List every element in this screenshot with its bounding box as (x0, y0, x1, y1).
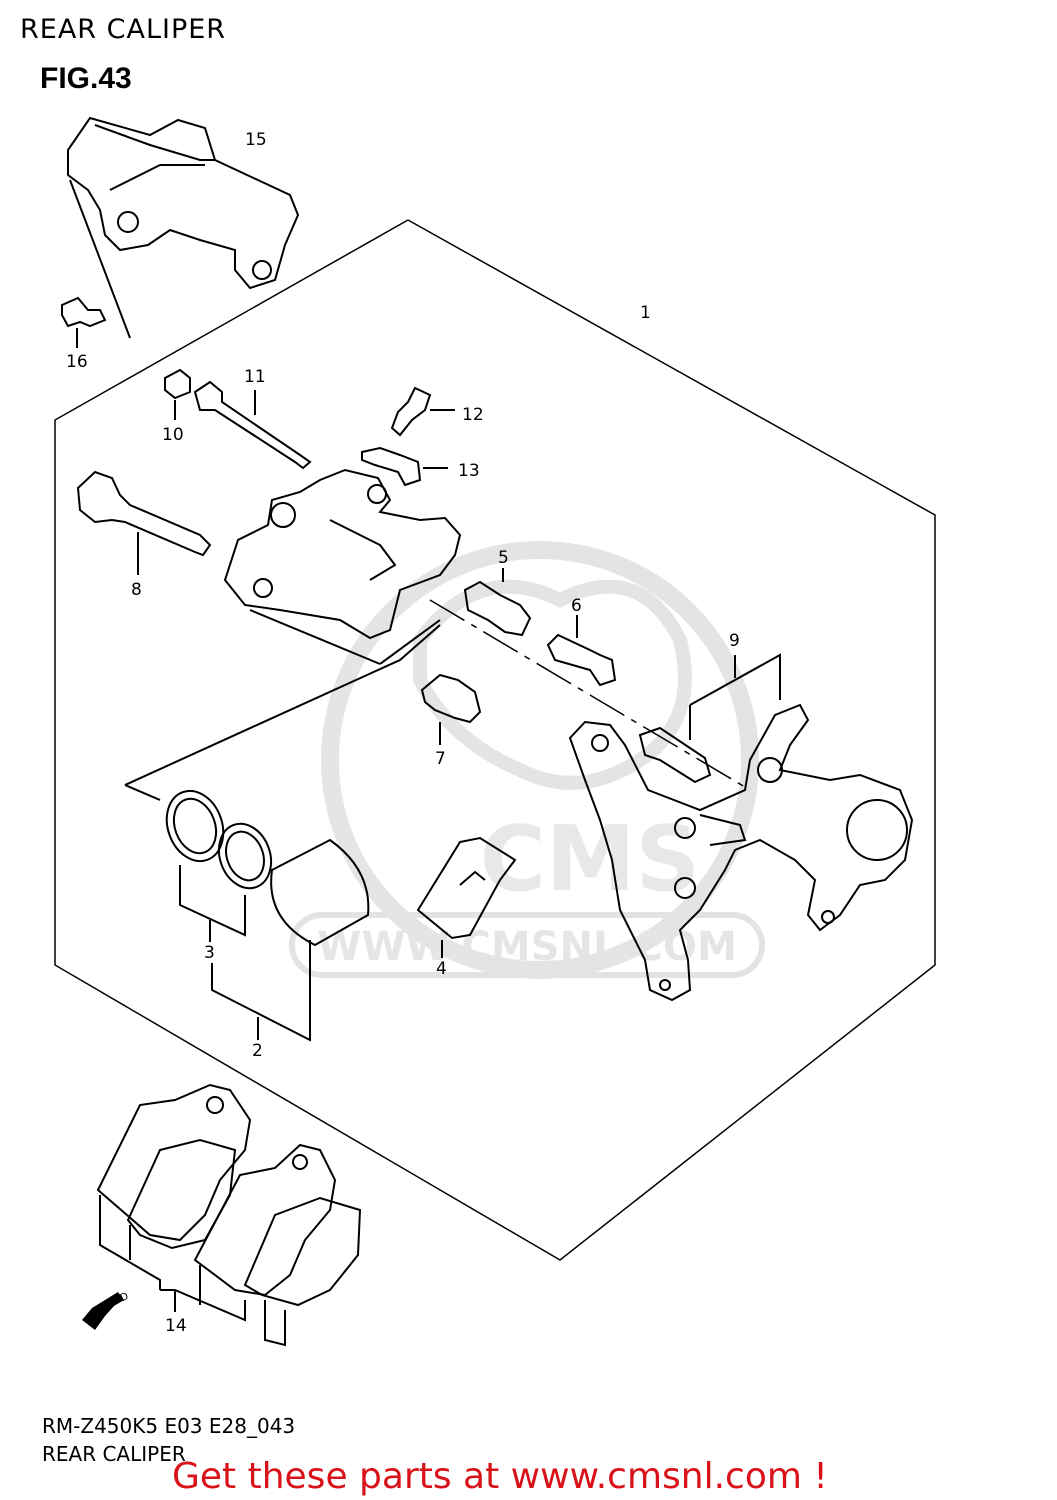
caliper-body (223, 468, 462, 665)
boot-part-7 (420, 673, 482, 745)
callout-10: 10 (162, 425, 184, 445)
callout-7: 7 (435, 749, 446, 769)
bushing-part-5 (463, 568, 532, 637)
cap-part-10 (164, 368, 191, 420)
callout-2: 2 (252, 1041, 263, 1061)
callout-11: 11 (244, 367, 266, 387)
alignment-line (429, 599, 751, 791)
callout-4: 4 (436, 959, 447, 979)
callout-6: 6 (571, 596, 582, 616)
cta-link[interactable]: Get these parts at www.cmsnl.com ! (172, 1456, 828, 1497)
pad-shim-part-4 (416, 836, 517, 958)
bleeder-part-12 (390, 386, 455, 437)
callout-1: 1 (640, 303, 651, 323)
figure-label: FIG.43 (40, 62, 132, 95)
callout-12: 12 (462, 405, 484, 425)
pin-part-6 (546, 615, 617, 687)
brake-pads-part-14 (96, 1083, 362, 1347)
pin-part-11 (193, 380, 312, 470)
caliper-mount (568, 703, 914, 1002)
footer-diagram-code: RM-Z450K5 E03 E28_043 (42, 1414, 296, 1438)
pad-spring-part-9 (638, 653, 781, 784)
callout-9: 9 (729, 631, 740, 651)
callout-16: 16 (66, 352, 88, 372)
piston-assembly (124, 624, 441, 1042)
callout-5: 5 (498, 548, 509, 568)
pin-part-8 (76, 470, 212, 575)
callout-15: 15 (245, 130, 267, 150)
callout-13: 13 (458, 461, 480, 481)
bolt-part-16 (61, 296, 107, 348)
watermark-url: WWW.CMSNL.COM (317, 924, 737, 970)
cap-part-13 (361, 446, 448, 487)
fwd-label: FWD (105, 1291, 131, 1311)
fwd-arrow-icon: FWD (82, 1291, 131, 1330)
footer-diagram-name: REAR CALIPER (42, 1442, 186, 1466)
assembly-outline (54, 219, 936, 1261)
page-title: REAR CALIPER (20, 14, 227, 45)
bracket-part-15 (67, 116, 300, 339)
callout-14: 14 (165, 1316, 187, 1336)
watermark-logo: CMS (480, 807, 700, 912)
callout-8: 8 (131, 580, 142, 600)
watermark: CMS WWW.CMSNL.COM (289, 541, 765, 979)
callout-3: 3 (204, 943, 215, 963)
